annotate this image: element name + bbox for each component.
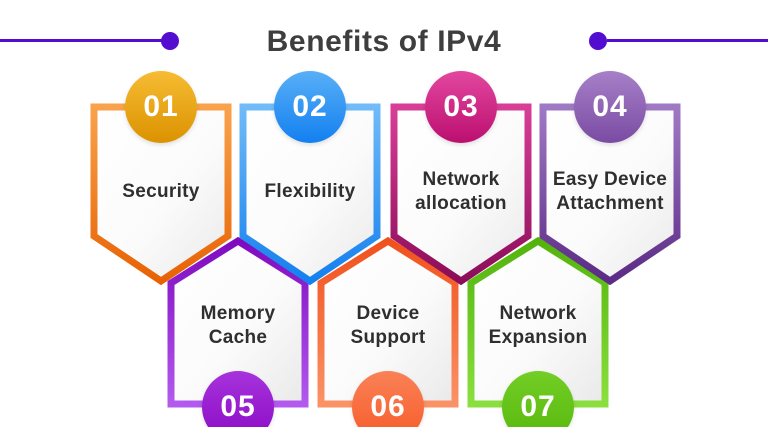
benefit-number-01: 01: [143, 90, 179, 123]
number-badge-04: 04: [574, 71, 646, 143]
number-badge-02: 02: [274, 71, 346, 143]
benefit-number-03: 03: [443, 90, 479, 123]
divider-line-right: [607, 39, 768, 42]
number-badge-07: 07: [502, 371, 574, 427]
benefit-label-04: Easy Device Attachment: [552, 168, 668, 214]
benefit-number-02: 02: [292, 90, 328, 123]
benefit-number-07: 07: [520, 390, 556, 423]
number-badge-03: 03: [425, 71, 497, 143]
shield-shape-02: [239, 103, 381, 285]
benefit-label-06: Device Support: [350, 302, 426, 348]
divider-line-left: [0, 39, 162, 42]
benefit-label-07: Network Expansion: [488, 302, 588, 348]
benefit-card-07: Network Expansion 07: [467, 237, 609, 427]
benefit-label-02: Flexibility: [264, 180, 356, 202]
page-title: Benefits of IPv4: [266, 25, 502, 58]
benefit-card-04: Easy Device Attachment 04: [539, 71, 681, 285]
number-badge-06: 06: [352, 371, 424, 427]
benefit-number-04: 04: [592, 90, 628, 123]
divider-dot-left: [161, 32, 179, 50]
benefit-card-03: Network allocation 03: [390, 71, 532, 285]
divider-dot-right: [589, 32, 607, 50]
benefit-card-01: Security 01: [90, 71, 232, 285]
number-badge-05: 05: [202, 371, 274, 427]
benefit-number-05: 05: [220, 390, 256, 423]
shield-shape-01: [90, 103, 232, 285]
benefit-label-03: Network allocation: [415, 168, 507, 214]
benefit-card-06: Device Support 06: [317, 237, 459, 427]
benefit-card-05: Memory Cache 05: [167, 237, 309, 427]
shield-shape-04: [539, 103, 681, 285]
benefit-label-05: Memory Cache: [200, 302, 276, 348]
shield-shape-03: [390, 103, 532, 285]
number-badge-01: 01: [125, 71, 197, 143]
benefit-card-02: Flexibility 02: [239, 71, 381, 285]
benefit-label-01: Security: [122, 180, 200, 202]
benefit-number-06: 06: [370, 390, 406, 423]
